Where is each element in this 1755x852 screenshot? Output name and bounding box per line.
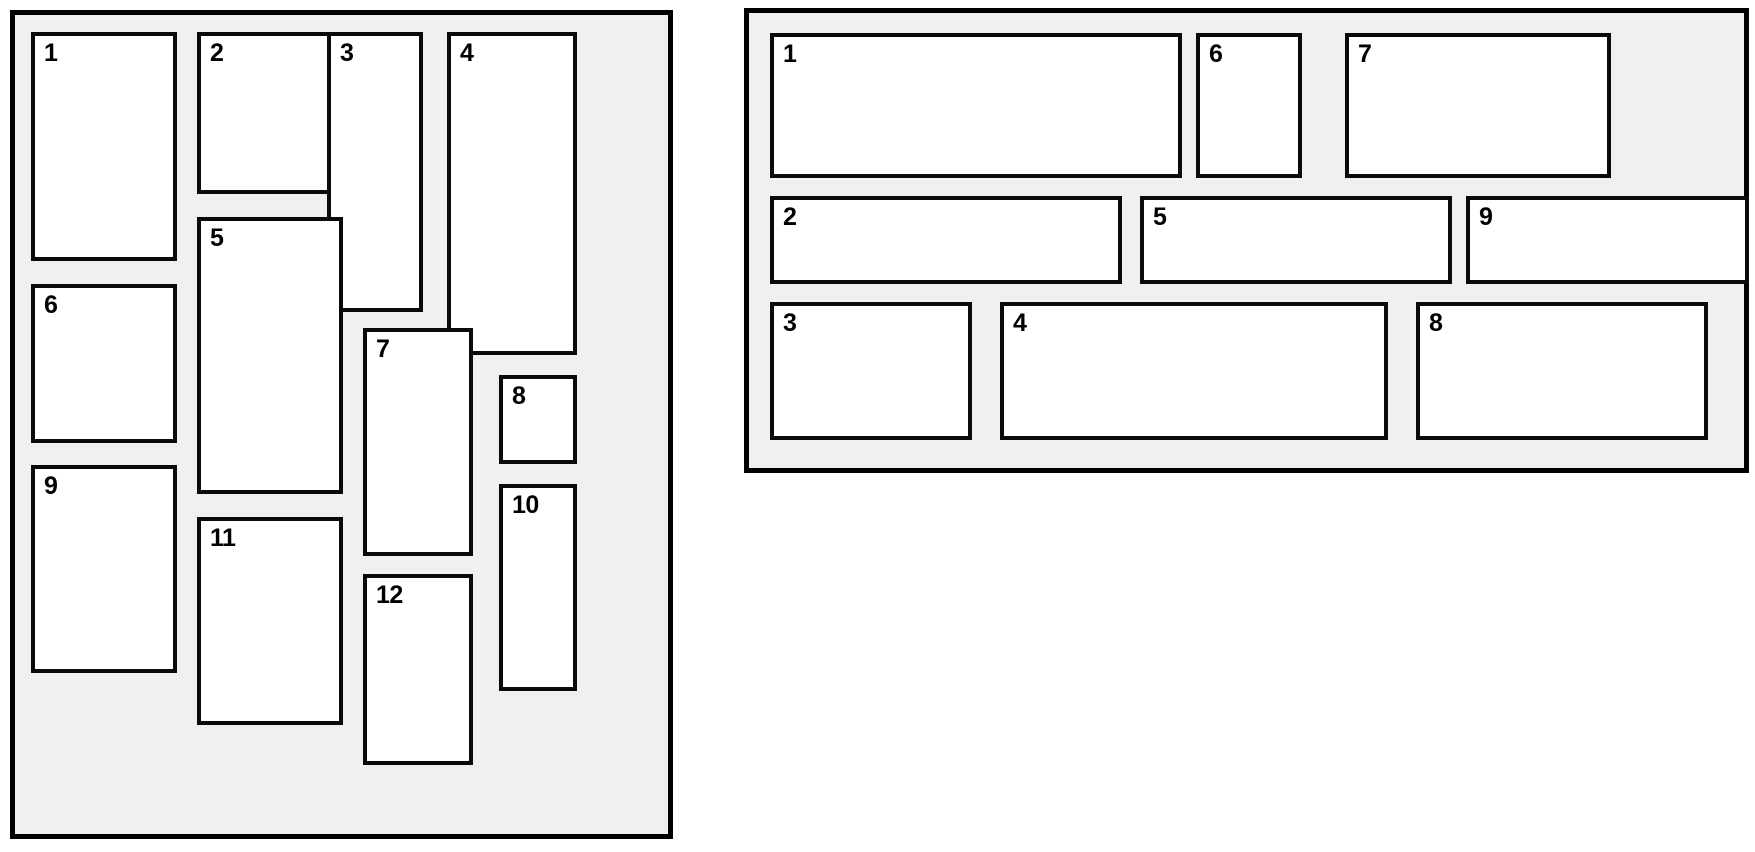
- layout-cell-label: 3: [340, 39, 354, 67]
- layout-cell[interactable]: 2: [770, 196, 1122, 284]
- layout-cell-label: 2: [210, 39, 224, 67]
- layout-cell[interactable]: 1: [31, 32, 177, 261]
- layout-cell[interactable]: 10: [499, 484, 577, 691]
- layout-cell-label: 1: [783, 40, 797, 68]
- layout-cell-label: 12: [376, 581, 403, 609]
- layout-cell[interactable]: 8: [1416, 302, 1708, 440]
- layout-cell-label: 2: [783, 203, 797, 231]
- layout-cell-label: 6: [1209, 40, 1223, 68]
- layout-cell-label: 4: [460, 39, 474, 67]
- layout-cell[interactable]: 11: [197, 517, 343, 725]
- layout-cell-label: 7: [376, 335, 390, 363]
- layout-cell-label: 11: [210, 524, 236, 552]
- layout-cell[interactable]: 9: [31, 465, 177, 673]
- layout-cell-label: 6: [44, 291, 58, 319]
- layout-cell[interactable]: 7: [1345, 33, 1611, 178]
- layout-cell-label: 8: [1429, 309, 1443, 337]
- layout-cell-label: 7: [1358, 40, 1372, 68]
- layout-cell[interactable]: 4: [447, 32, 577, 355]
- layout-cell-label: 3: [783, 309, 797, 337]
- layout-cell-label: 9: [44, 472, 58, 500]
- layout-cell[interactable]: 3: [770, 302, 972, 440]
- layout-cell-label: 9: [1479, 203, 1493, 231]
- layout-cell[interactable]: 1: [770, 33, 1182, 178]
- layout-cell-label: 4: [1013, 309, 1027, 337]
- layout-cell[interactable]: 6: [1196, 33, 1302, 178]
- layout-cell[interactable]: 5: [1140, 196, 1452, 284]
- layout-cell-label: 5: [1153, 203, 1167, 231]
- layout-cell[interactable]: 8: [499, 375, 577, 464]
- layout-cell-label: 8: [512, 382, 526, 410]
- layout-cell[interactable]: 3: [327, 32, 423, 312]
- layout-cell[interactable]: 7: [363, 328, 473, 556]
- layout-cell[interactable]: 4: [1000, 302, 1388, 440]
- layout-cell[interactable]: 12: [363, 574, 473, 765]
- layout-cell[interactable]: 6: [31, 284, 177, 443]
- layout-cell-label: 10: [512, 491, 539, 519]
- layout-cell-label: 1: [44, 39, 58, 67]
- layout-cell[interactable]: 9: [1466, 196, 1749, 284]
- layout-cell[interactable]: 5: [197, 217, 343, 494]
- layout-cell[interactable]: 2: [197, 32, 343, 194]
- layout-cell-label: 5: [210, 224, 224, 252]
